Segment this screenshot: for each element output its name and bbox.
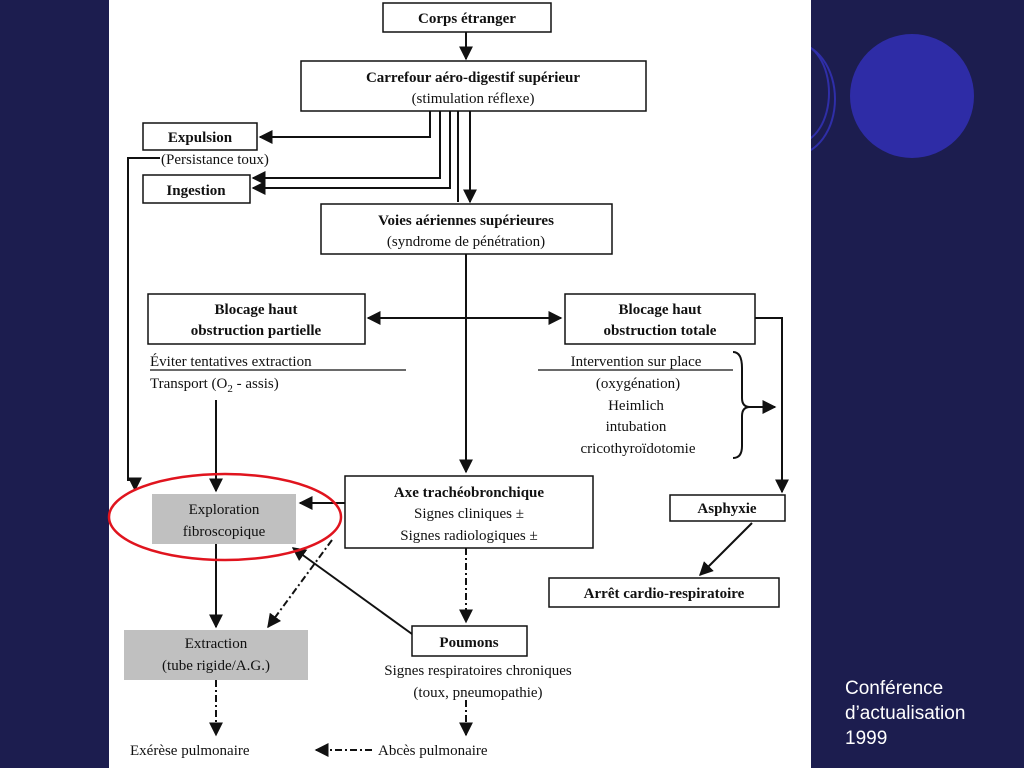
- label-voies-sub: (syndrome de pénétration): [387, 234, 545, 250]
- label-extraction-2: (tube rigide/A.G.): [162, 658, 270, 674]
- box-axe-tracheobronchique: [344, 475, 594, 549]
- arrow-to-ingestion-1: [251, 111, 441, 185]
- credit-line-3: 1999: [845, 728, 888, 749]
- arrow-totale-to-asphyxie: [755, 317, 789, 494]
- label-expulsion: Expulsion: [168, 130, 233, 146]
- label-partielle-2: obstruction partielle: [191, 323, 322, 339]
- box-carrefour: [300, 60, 647, 112]
- label-axe-2: Signes cliniques ±: [414, 506, 524, 522]
- box-arret-cardio: [548, 577, 780, 608]
- box-expulsion: [142, 122, 258, 151]
- box-poumons: [411, 625, 528, 657]
- credit-line-1: Conférence: [845, 678, 944, 699]
- label-voies-title: Voies aériennes supérieures: [378, 213, 554, 229]
- arrow-to-ingestion-2: [251, 111, 451, 195]
- label-persistance: (Persistance toux): [161, 152, 269, 168]
- box-asphyxie: [669, 494, 786, 522]
- label-exploration-2: fibroscopique: [183, 524, 266, 540]
- label-transport-b: - assis): [233, 376, 279, 392]
- label-exerese: Exérèse pulmonaire: [130, 743, 250, 759]
- label-intervention: Intervention sur place: [571, 354, 702, 370]
- label-axe-title: Axe trachéobronchique: [394, 485, 544, 501]
- label-signes-resp-2: (toux, pneumopathie): [413, 685, 542, 701]
- brace-interventions: [732, 351, 751, 459]
- arrow-persistance-to-exploration: [127, 157, 160, 492]
- highlight-ellipse: [107, 472, 343, 562]
- label-signes-resp-1: Signes respiratoires chroniques: [384, 663, 572, 679]
- box-exploration-fibroscopique: [152, 494, 296, 544]
- label-eviter: Éviter tentatives extraction: [150, 353, 312, 370]
- label-partielle-1: Blocage haut: [215, 302, 298, 318]
- label-carrefour-title: Carrefour aéro-digestif supérieur: [366, 70, 580, 86]
- label-totale-2: obstruction totale: [604, 323, 717, 339]
- dashed-arrow-axe-to-extraction: [267, 539, 333, 629]
- label-carrefour-sub: (stimulation réflexe): [412, 91, 535, 107]
- label-abces: Abcès pulmonaire: [378, 743, 488, 759]
- label-totale-1: Blocage haut: [619, 302, 702, 318]
- label-intubation: intubation: [606, 419, 667, 435]
- box-extraction: [124, 630, 308, 680]
- label-transport-sub: 2: [227, 383, 233, 395]
- label-transport-a: Transport (O: [150, 376, 228, 392]
- box-ingestion: [142, 174, 251, 204]
- label-heimlich: Heimlich: [608, 398, 664, 414]
- label-crico: cricothyroïdotomie: [581, 441, 696, 457]
- label-exploration-1: Exploration: [189, 502, 260, 518]
- label-extraction-1: Extraction: [185, 636, 248, 652]
- label-poumons: Poumons: [439, 635, 498, 651]
- box-obstruction-totale: [564, 293, 756, 345]
- arrow-to-expulsion: [258, 111, 431, 144]
- source-credit: Conférence d’actualisation 1999: [845, 676, 1020, 751]
- label-oxygenation: (oxygénation): [596, 376, 680, 392]
- box-obstruction-partielle: [147, 293, 366, 345]
- label-corps-etranger: Corps étranger: [418, 11, 516, 27]
- label-transport: Transport (O2 - assis): [150, 376, 279, 395]
- label-ingestion: Ingestion: [166, 183, 226, 199]
- arrow-poumons-to-exploration: [291, 547, 413, 635]
- label-asphyxie: Asphyxie: [697, 501, 757, 517]
- label-axe-3: Signes radiologiques ±: [400, 528, 537, 544]
- label-arret: Arrêt cardio-respiratoire: [584, 586, 745, 602]
- decorative-circle: [850, 34, 974, 158]
- credit-line-2: d’actualisation: [845, 703, 966, 724]
- arrow-asphyxie-to-arret: [699, 522, 753, 576]
